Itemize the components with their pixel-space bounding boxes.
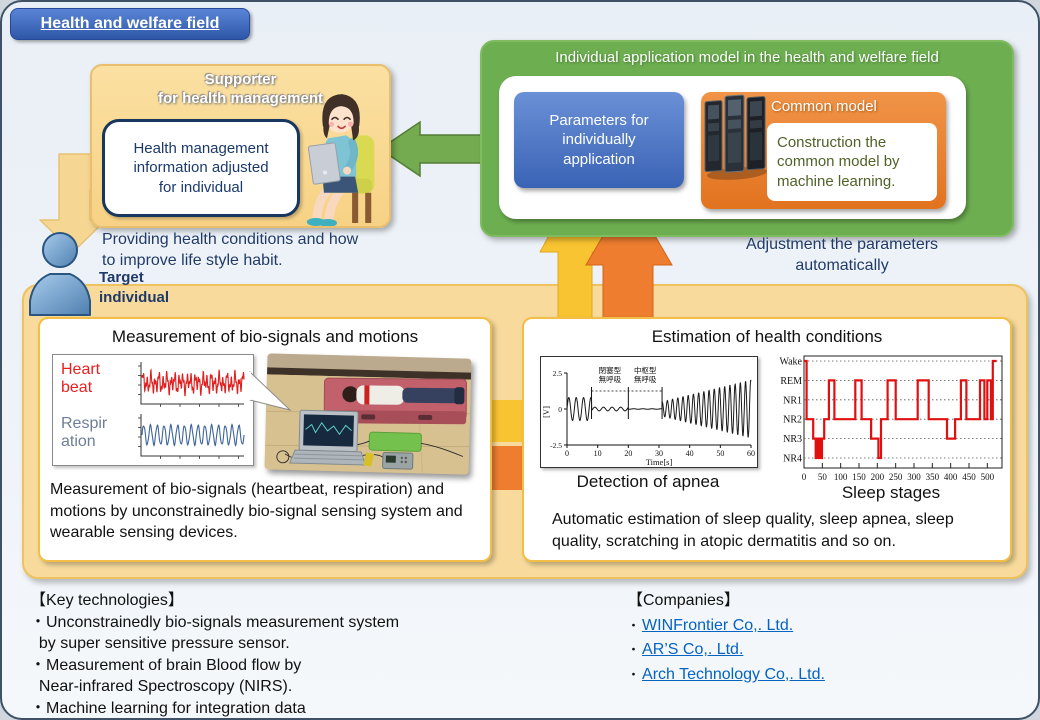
measurement-box: Measurement of bio-signals and motions H… [38,317,492,562]
svg-text:0: 0 [558,405,562,414]
biosignal-chart-card: Heart beat Respir ation [52,354,254,466]
svg-text:REM: REM [780,376,802,387]
server-icon [704,94,767,180]
svg-text:Time[s]: Time[s] [646,457,673,467]
svg-text:-2.5: -2.5 [550,441,562,450]
page-title: Health and welfare field [10,8,250,40]
key-technologies-heading: 【Key technologies】 [30,592,184,609]
respiration-chart [138,414,245,459]
svg-text:300: 300 [907,472,921,482]
sleep-caption: Sleep stages [841,483,941,502]
companies-heading: 【Companies】 [627,592,740,609]
company-link-ars[interactable]: AR’S Co,. Ltd. [642,641,744,659]
svg-text:60: 60 [747,449,755,458]
key-technology-item: ・Machine learning for integration data [30,699,306,717]
bullet: ・ [627,642,641,658]
target-individual-label: Target individual [99,269,170,306]
svg-text:50: 50 [818,472,828,482]
person-icon [29,232,91,316]
green-left-arrow [378,120,485,178]
parameters-box: Parameters for individually application [514,92,684,188]
measurement-photo [264,353,472,475]
svg-text:無呼吸: 無呼吸 [634,374,657,384]
svg-text:NR2: NR2 [783,415,802,426]
svg-text:150: 150 [852,472,866,482]
svg-text:400: 400 [944,472,958,482]
svg-text:閉塞型: 閉塞型 [599,365,622,375]
company-row: ・ WINFrontier Co,. Ltd. [627,615,1007,637]
svg-text:50: 50 [716,449,724,458]
providing-note: Providing health conditions and how to i… [102,231,359,269]
svg-text:350: 350 [926,472,940,482]
svg-text:100: 100 [834,472,848,482]
bullet: ・ [627,617,641,633]
supporter-box: Supporter for health management Health m… [90,64,391,228]
measurement-description: Measurement of bio-signals (heartbeat, r… [50,481,463,542]
heartbeat-chart [138,362,245,407]
svg-text:中枢型: 中枢型 [634,365,657,375]
respiration-label: Respir ation [61,415,108,451]
common-model-box: Common model Construction the common mod… [701,92,946,209]
svg-text:0: 0 [565,449,569,458]
adjustment-note: Adjustment the parameters automatically [745,236,939,274]
bullet: ・ [627,666,641,682]
supporter-title: Supporter for health management [157,71,324,107]
svg-text:500: 500 [981,472,995,482]
heart-beat-label: Heart beat [61,361,101,397]
svg-text:[V]: [V] [541,406,551,418]
company-row: ・ Arch Technology Co,. Ltd. [627,664,1007,686]
model-inner-panel: Parameters for individually application [499,76,966,219]
individual-model-title: Individual application model in the heal… [555,49,939,66]
svg-text:200: 200 [871,472,885,482]
individual-model-box: Individual application model in the heal… [480,40,1014,237]
estimation-title: Estimation of health conditions [651,327,883,346]
svg-text:NR3: NR3 [783,434,802,445]
svg-text:20: 20 [624,449,632,458]
svg-text:2.5: 2.5 [553,369,563,378]
supporter-woman-illustration [306,94,375,226]
svg-text:450: 450 [962,472,976,482]
health-info-box: Health management information adjusted f… [102,119,300,217]
svg-text:NR1: NR1 [783,395,802,406]
svg-text:30: 30 [655,449,663,458]
construction-note: Construction the common model by machine… [767,123,937,201]
key-technology-item: ・Measurement of brain Blood flow by Near… [30,656,302,696]
page-title-label: Health and welfare field [40,15,220,32]
svg-text:Wake: Wake [779,357,802,368]
key-technology-item: ・Unconstrainedly bio-signals measurement… [30,613,400,653]
measurement-title: Measurement of bio-signals and motions [111,327,419,346]
svg-text:250: 250 [889,472,903,482]
svg-text:40: 40 [686,449,694,458]
key-technologies-section: 【Key technologies】 ・Unconstrainedly bio-… [30,590,600,718]
apnea-caption: Detection of apnea [576,472,720,491]
company-link-arch-technology[interactable]: Arch Technology Co,. Ltd. [642,665,825,683]
companies-section: 【Companies】 ・ WINFrontier Co,. Ltd. ・ AR… [627,590,1007,685]
common-model-label: Common model [771,98,877,115]
svg-text:NR4: NR4 [783,454,802,465]
estimation-description: Automatic estimation of sleep quality, s… [552,511,954,550]
svg-text:10: 10 [594,449,602,458]
company-link-winfrontier[interactable]: WINFrontier Co,. Ltd. [642,616,794,634]
company-row: ・ AR’S Co,. Ltd. [627,639,1007,661]
svg-text:無呼吸: 無呼吸 [599,374,622,384]
svg-text:0: 0 [802,472,807,482]
callout-pointer [249,370,292,411]
